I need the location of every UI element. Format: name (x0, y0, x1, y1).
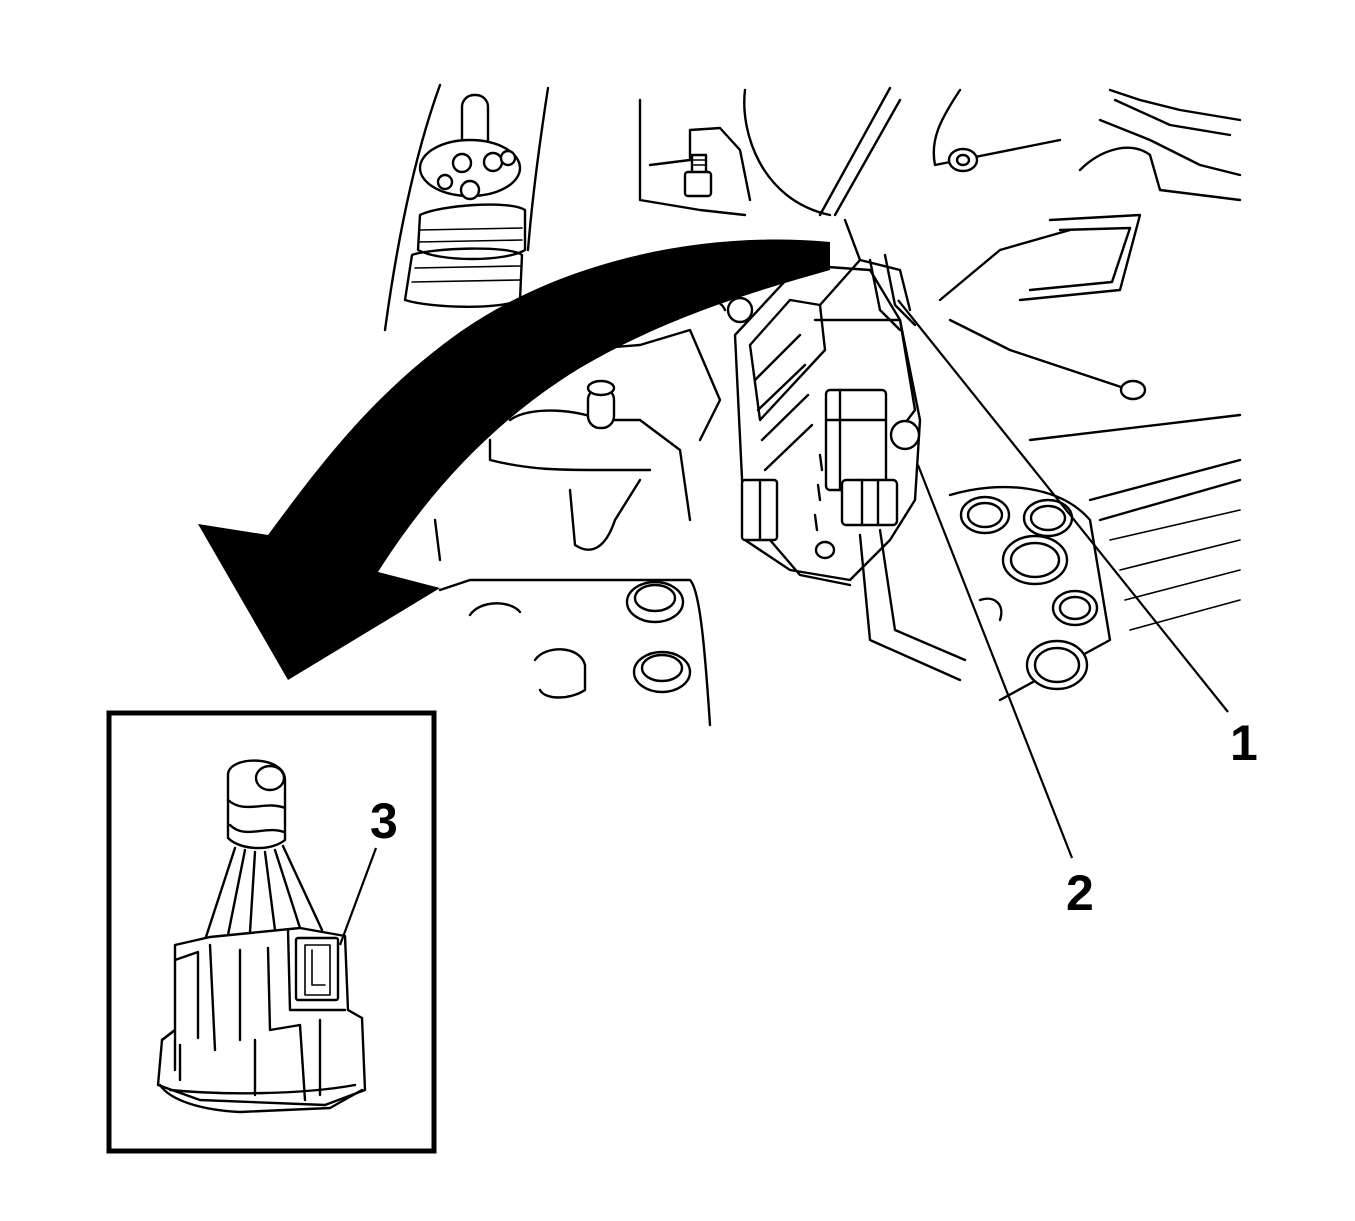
sensor-connector (733, 218, 967, 682)
right-housing (938, 88, 1242, 631)
connector-detail-inset (106, 710, 437, 1154)
leader-line-1 (897, 299, 1229, 713)
strut-spring (383, 83, 550, 332)
leader-lines (338, 299, 1229, 946)
right-plate-holes (948, 485, 1112, 702)
leader-line-3 (338, 847, 378, 946)
curved-arrow-icon (198, 239, 830, 680)
leader-line-2 (916, 464, 1074, 859)
callout-1: 1 (1230, 715, 1258, 771)
callout-3: 3 (370, 793, 398, 849)
transmission-plate (438, 578, 712, 727)
upper-bracket (638, 86, 1062, 217)
callout-2: 2 (1066, 865, 1094, 921)
engine-structure (383, 83, 1242, 727)
